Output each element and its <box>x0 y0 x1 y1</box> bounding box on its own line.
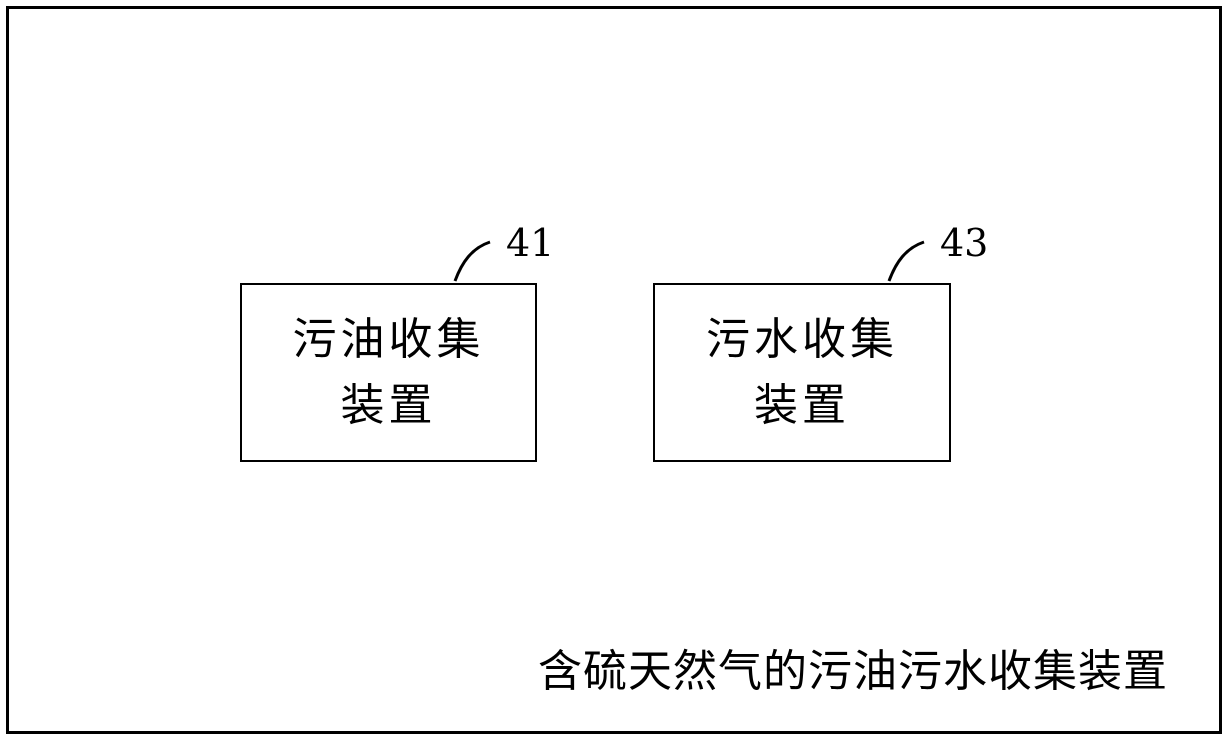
box-label-line: 装置 <box>754 379 850 431</box>
reference-number-43: 43 <box>940 221 989 265</box>
box-label-line: 污油收集 <box>292 313 485 365</box>
outer-frame <box>6 6 1222 734</box>
box-label-line: 装置 <box>340 379 437 431</box>
oil-collection-device-box: 污油收集 装置 <box>240 283 537 462</box>
box-label-line: 污水收集 <box>706 313 898 365</box>
water-collection-device-box: 污水收集 装置 <box>653 283 951 462</box>
diagram-caption: 含硫天然气的污油污水收集装置 <box>538 646 1168 697</box>
reference-number-41: 41 <box>506 221 555 265</box>
